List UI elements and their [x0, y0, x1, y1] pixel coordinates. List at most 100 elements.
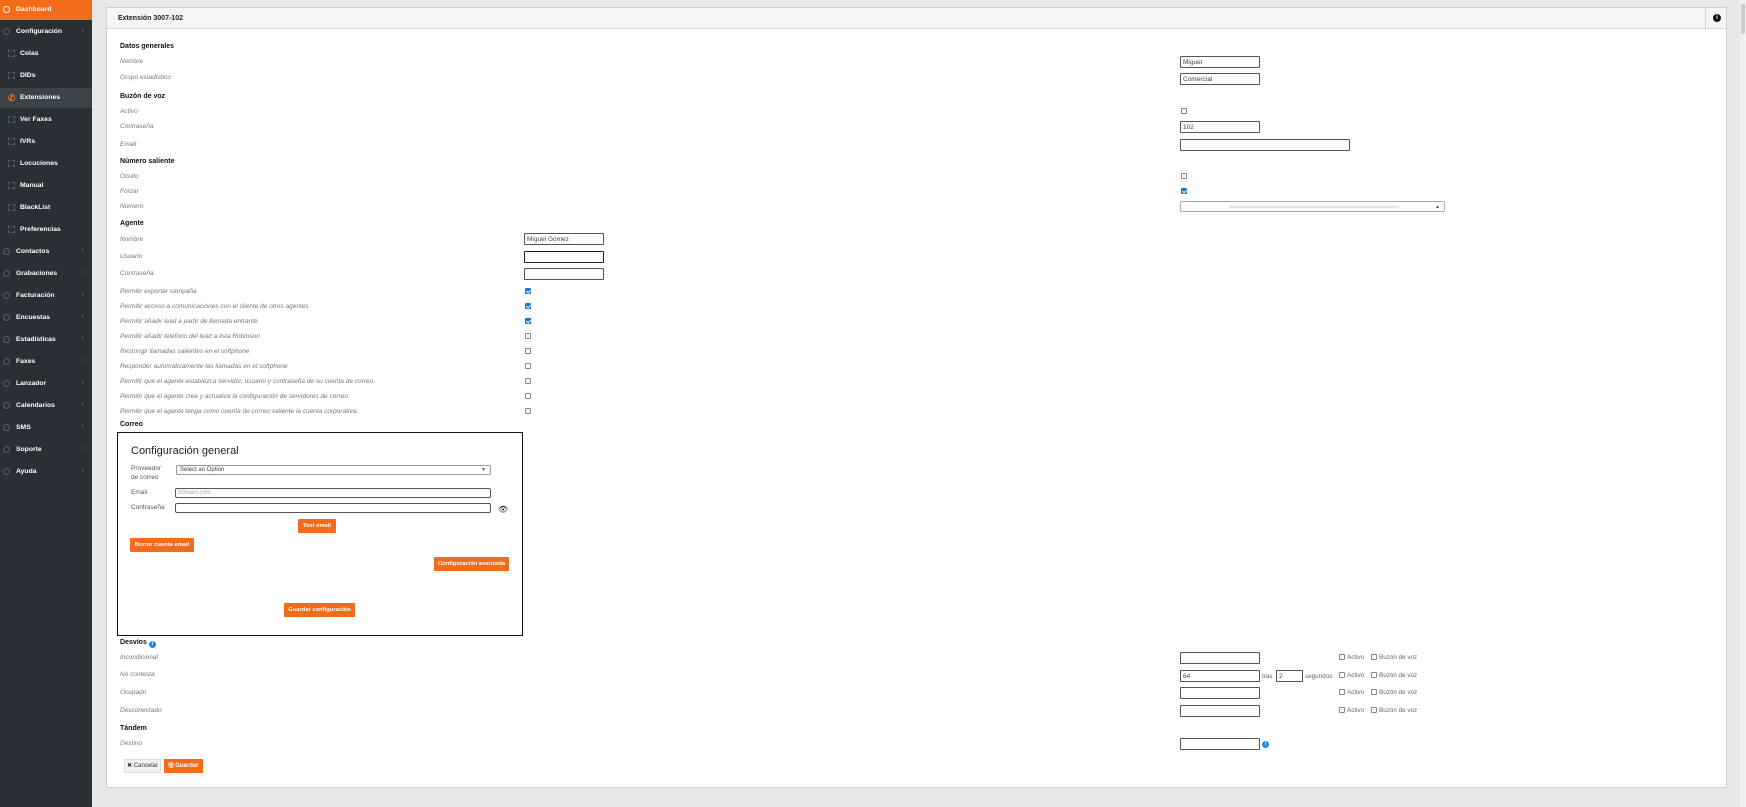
sidebar-item-soporte[interactable]: Soporte‹ [0, 440, 92, 460]
correo-password-label: Contraseña [131, 504, 165, 511]
voicemail-password-field[interactable]: 102 [1180, 121, 1260, 133]
sidebar-item-preferencias[interactable]: Preferencias [0, 220, 92, 240]
desvio-activo-checkbox[interactable] [1339, 672, 1345, 678]
voicemail-password-label: Contraseña [120, 123, 154, 130]
desvio-activo-checkbox[interactable] [1339, 707, 1345, 713]
desvio-ocupado-field[interactable] [1180, 687, 1260, 699]
sidebar-item-colas[interactable]: Colas [0, 44, 92, 64]
seconds-field[interactable]: 2 [1276, 670, 1303, 682]
sidebar-item-ivrs[interactable]: IVRs [0, 132, 92, 152]
sidebar-item-label: SMS [16, 424, 31, 431]
sidebar-item-label: Encuestas [16, 314, 51, 321]
sidebar-item-label: Grabaciones [16, 270, 58, 277]
desvio-buzon-checkbox[interactable] [1371, 707, 1377, 713]
agent-nombre-field[interactable]: Miguel Gomez [524, 233, 604, 245]
save-button[interactable]: 🖫 Guardar [164, 759, 203, 773]
oculto-checkbox[interactable] [1181, 173, 1187, 179]
scrollbar[interactable] [1740, 0, 1746, 807]
nombre-field[interactable]: Miguel [1180, 56, 1260, 68]
recordings-icon [3, 270, 10, 277]
desvio-incondicional-field[interactable] [1180, 652, 1260, 664]
cancel-button[interactable]: ✖ Cancelar [124, 759, 161, 773]
permission-checkbox[interactable] [525, 333, 531, 339]
section-tandem: Tándem [120, 725, 147, 732]
voicemail-email-field[interactable] [1180, 139, 1350, 151]
permission-checkbox[interactable] [525, 408, 531, 414]
sidebar-item-estadisticas[interactable]: Estadísticas ‹ [0, 330, 92, 350]
voicemail-email-label: Email [120, 141, 137, 148]
sidebar-item-blacklist[interactable]: BlackList [0, 198, 92, 218]
chevron-icon: ‹ [81, 335, 84, 342]
info-icon[interactable]: i [1262, 741, 1269, 748]
sidebar-item-dids[interactable]: DIDs [0, 66, 92, 86]
test-email-button[interactable]: Test email [298, 519, 336, 533]
agent-nombre-label: Nombre [120, 236, 144, 243]
save-icon: 🖫 [168, 763, 174, 769]
sidebar-item-faxes[interactable]: Faxes‹ [0, 352, 92, 372]
permission-label: Permitir que el agente cree y actualice … [120, 393, 348, 400]
permission-label: Permitir añadir lead a partir de llamada… [120, 318, 258, 325]
save-config-button[interactable]: Guardar configuración [284, 603, 355, 617]
permission-checkbox[interactable] [525, 363, 531, 369]
sidebar-item-facturacion[interactable]: Facturación‹ [0, 286, 92, 306]
desvio-no-contesta-field[interactable]: 64 [1180, 670, 1260, 682]
desvio-buzon-checkbox[interactable] [1371, 689, 1377, 695]
forzar-checkbox[interactable] [1181, 188, 1187, 194]
permission-checkbox[interactable] [525, 318, 531, 324]
launcher-icon [3, 380, 10, 387]
delete-email-button[interactable]: Borrar cuenta email [130, 538, 194, 552]
chevron-icon: ‹ [81, 379, 84, 386]
correo-email-label: Email [131, 489, 148, 496]
sidebar-item-contactos[interactable]: Contactos‹ [0, 242, 92, 262]
sidebar-item-extensiones[interactable]: ✆Extensiones [0, 88, 92, 108]
sidebar-item-manual[interactable]: Manual [0, 176, 92, 196]
sidebar-item-grabaciones[interactable]: Grabaciones‹ [0, 264, 92, 284]
chevron-icon: ‹ [81, 467, 84, 474]
fax-icon [8, 116, 15, 123]
sidebar-item-lanzador[interactable]: Lanzador ‹ [0, 374, 92, 394]
sidebar-item-locuciones[interactable]: Locuciones [0, 154, 92, 174]
desvio-activo-checkbox[interactable] [1339, 689, 1345, 695]
sidebar-item-label: Estadísticas [16, 336, 56, 343]
desvio-desconectado-field[interactable] [1180, 705, 1260, 717]
eye-icon[interactable]: 👁 [498, 505, 509, 514]
desvio-activo-checkbox[interactable] [1339, 654, 1345, 660]
desvio-activo-label: Activo [1347, 689, 1365, 696]
destino-field[interactable] [1180, 738, 1260, 750]
sidebar-item-label: Lanzador [16, 380, 47, 387]
agent-password-field[interactable] [524, 268, 604, 280]
desvio-label: Ocupado [120, 689, 147, 696]
provider-select[interactable]: Select an Option ▼ [176, 465, 491, 475]
permission-checkbox[interactable] [525, 348, 531, 354]
correo-email-field[interactable]: domain.com [175, 488, 491, 498]
info-icon[interactable]: i [148, 641, 156, 648]
chevron-icon: ‹ [81, 27, 84, 34]
nombre-label: Nombre [120, 58, 144, 65]
desvio-activo-label: Activo [1347, 707, 1365, 714]
permission-checkbox[interactable] [525, 288, 531, 294]
permission-checkbox[interactable] [525, 303, 531, 309]
scrollbar-thumb[interactable] [1741, 4, 1745, 34]
info-button[interactable]: i [1705, 8, 1726, 29]
sidebar-item-dashboard[interactable]: Dashboard [0, 0, 92, 20]
numero-select[interactable]: ▲ [1180, 201, 1445, 212]
sidebar-item-ayuda[interactable]: Ayuda‹ [0, 462, 92, 482]
desvio-activo-label: Activo [1347, 654, 1365, 661]
correo-password-field[interactable] [175, 503, 491, 513]
sidebar-item-sms[interactable]: SMS‹ [0, 418, 92, 438]
sidebar-item-ver-faxes[interactable]: Ver Faxes [0, 110, 92, 130]
permission-checkbox[interactable] [525, 378, 531, 384]
grupo-field[interactable]: Comercial [1180, 73, 1260, 85]
advanced-config-button[interactable]: Configuración avanzada [434, 557, 509, 571]
permission-checkbox[interactable] [525, 393, 531, 399]
sidebar-item-calendarios[interactable]: Calendarios‹ [0, 396, 92, 416]
numero-label: Número [120, 203, 144, 210]
sidebar-item-label: Ver Faxes [20, 116, 52, 123]
voicemail-activo-checkbox[interactable] [1181, 108, 1187, 114]
desvio-buzon-checkbox[interactable] [1371, 672, 1377, 678]
desvio-buzon-checkbox[interactable] [1371, 654, 1377, 660]
sidebar-item-encuestas[interactable]: Encuestas‹ [0, 308, 92, 328]
permission-label: Permitir añadir teléfono del lead a list… [120, 333, 260, 340]
sidebar-item-configuracion[interactable]: Configuración‹ [0, 22, 92, 42]
agent-usuario-field[interactable] [524, 251, 604, 263]
